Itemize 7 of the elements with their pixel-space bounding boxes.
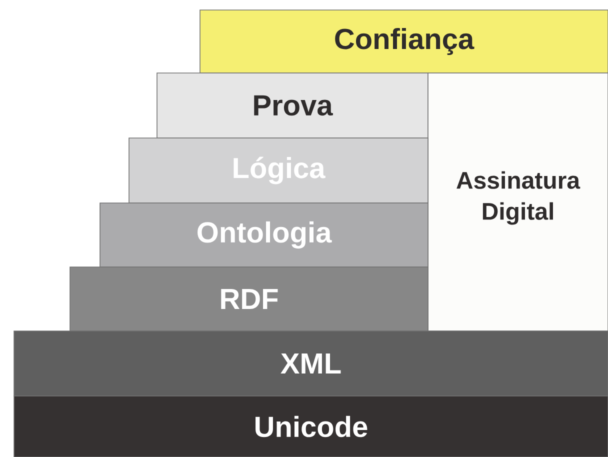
layer-box: Confiança [200, 10, 608, 74]
layer-box: Prova [156, 72, 428, 138]
layer-box: Ontologia [100, 202, 428, 268]
layer-box: RDF [70, 266, 428, 332]
side-column-box: Assinatura Digital [428, 72, 608, 332]
layer-box: XML [14, 330, 608, 396]
layer-box: Unicode [14, 396, 608, 457]
